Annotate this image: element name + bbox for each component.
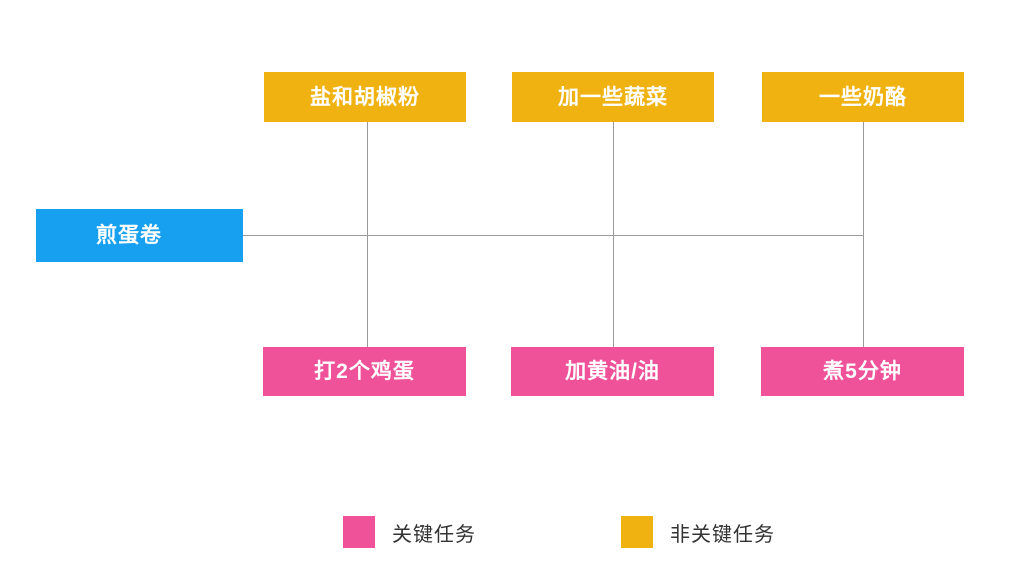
legend-swatch-critical-icon (343, 516, 375, 548)
legend-label-critical: 关键任务 (392, 523, 476, 546)
legend-label-noncritical: 非关键任务 (670, 523, 775, 546)
legend-item-noncritical: 非关键任务 (621, 516, 775, 548)
connector-branch-2-down (613, 235, 614, 347)
connector-branch-1-down (367, 235, 368, 347)
legend: 关键任务 非关键任务 (343, 516, 775, 548)
connector-branch-2-up (613, 122, 614, 235)
connector-trunk-horizontal (243, 235, 864, 236)
connector-branch-3-up (863, 122, 864, 235)
node-critical-add-butter-or-oil[interactable]: 加黄油/油 (511, 347, 714, 396)
node-critical-beat-2-eggs[interactable]: 打2个鸡蛋 (263, 347, 466, 396)
node-critical-cook-5-minutes[interactable]: 煮5分钟 (761, 347, 964, 396)
legend-item-critical: 关键任务 (343, 516, 476, 548)
node-noncritical-salt-and-pepper[interactable]: 盐和胡椒粉 (264, 72, 466, 122)
node-noncritical-add-vegetables[interactable]: 加一些蔬菜 (512, 72, 714, 122)
connector-branch-3-down (863, 235, 864, 347)
connector-branch-1-up (367, 122, 368, 235)
node-root-omelette[interactable]: 煎蛋卷 (36, 209, 243, 262)
legend-swatch-noncritical-icon (621, 516, 653, 548)
node-noncritical-some-cheese[interactable]: 一些奶酪 (762, 72, 964, 122)
